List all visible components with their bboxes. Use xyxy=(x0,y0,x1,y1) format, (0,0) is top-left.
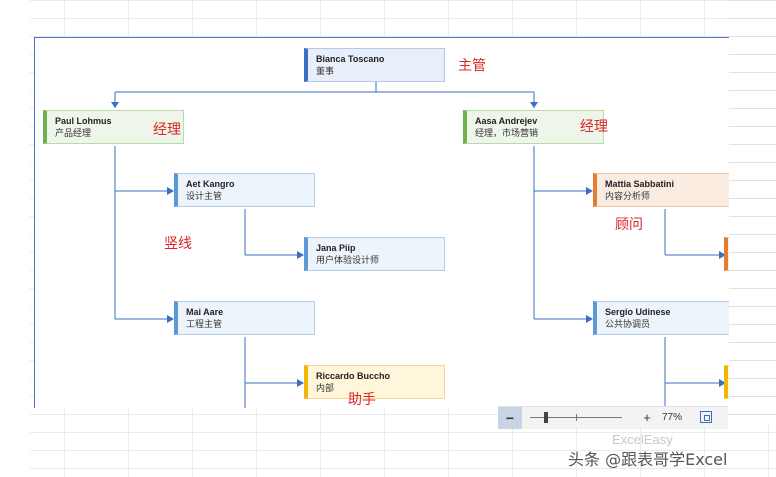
node-title: 董事 xyxy=(316,66,335,76)
node-name: Sergio Udinese xyxy=(605,307,671,317)
node-title: 公共协调员 xyxy=(605,319,651,329)
arrow-offscreen-1 xyxy=(719,251,726,259)
org-node-offscreen-orange[interactable] xyxy=(724,237,729,271)
annotation-manager-right: 经理 xyxy=(580,118,608,134)
org-node-aasa[interactable]: Aasa Andrejev 经理，市场营销 xyxy=(463,110,604,144)
node-name: Jana Piip xyxy=(316,243,356,253)
org-node-offscreen-yellow[interactable] xyxy=(724,365,729,399)
org-node-riccardo[interactable]: Riccardo Buccho 内部 xyxy=(304,365,445,399)
left-margin xyxy=(0,0,30,477)
arrow-right-mgr xyxy=(530,102,538,108)
node-title: 内部 xyxy=(316,383,335,393)
node-title: 用户体验设计师 xyxy=(316,255,380,265)
org-node-mattia[interactable]: Mattia Sabbatini 内容分析师 xyxy=(593,173,729,207)
arrow-mattia xyxy=(586,187,593,195)
zoom-in-button[interactable]: + xyxy=(643,410,651,425)
org-node-root[interactable]: Bianca Toscano 董事 xyxy=(304,48,445,82)
org-chart-canvas[interactable]: Bianca Toscano 董事 Paul Lohmus 产品经理 Aasa … xyxy=(34,37,729,408)
zoom-statusbar: − + 77% xyxy=(498,406,728,429)
node-name: Aasa Andrejev xyxy=(475,116,538,126)
org-node-paul[interactable]: Paul Lohmus 产品经理 xyxy=(43,110,184,144)
arrow-aet xyxy=(167,187,174,195)
org-node-jana[interactable]: Jana Piip 用户体验设计师 xyxy=(304,237,445,271)
org-node-sergio[interactable]: Sergio Udinese 公共协调员 xyxy=(593,301,729,335)
zoom-out-button[interactable]: − xyxy=(498,407,522,429)
annotation-manager-left: 经理 xyxy=(153,121,181,137)
node-title: 经理，市场营销 xyxy=(475,128,539,138)
node-name: Riccardo Buccho xyxy=(316,371,391,381)
zoom-level-label: 77% xyxy=(662,412,683,423)
zoom-slider-thumb[interactable] xyxy=(544,412,548,423)
node-title: 产品经理 xyxy=(55,128,92,138)
watermark-account: 头条 @跟表哥学Excel xyxy=(568,450,728,469)
fit-to-window-icon[interactable] xyxy=(700,411,712,423)
arrow-offscreen-2 xyxy=(719,379,726,387)
annotation-consultant: 顾问 xyxy=(615,216,643,232)
arrow-jana xyxy=(297,251,304,259)
annotation-assistant: 助手 xyxy=(348,391,376,407)
connector-lines xyxy=(111,82,726,408)
node-name: Bianca Toscano xyxy=(316,54,385,64)
node-name: Mattia Sabbatini xyxy=(605,179,675,189)
org-node-aet[interactable]: Aet Kangro 设计主管 xyxy=(174,173,315,207)
watermark-brand: ExcelEasy xyxy=(612,432,673,447)
right-grid-strip xyxy=(728,0,776,425)
annotation-vertical-line: 竖线 xyxy=(164,235,192,251)
node-name: Mai Aare xyxy=(186,307,224,317)
arrow-left-mgr xyxy=(111,102,119,108)
zoom-slider-midmark xyxy=(576,414,577,421)
node-title: 内容分析师 xyxy=(605,191,651,201)
arrow-riccardo xyxy=(297,379,304,387)
org-node-mai[interactable]: Mai Aare 工程主管 xyxy=(174,301,315,335)
node-name: Aet Kangro xyxy=(186,179,235,189)
node-title: 设计主管 xyxy=(186,191,223,201)
node-title: 工程主管 xyxy=(186,319,223,329)
arrow-sergio xyxy=(586,315,593,323)
annotation-supervisor: 主管 xyxy=(458,57,486,73)
node-name: Paul Lohmus xyxy=(55,116,112,126)
arrow-mai xyxy=(167,315,174,323)
